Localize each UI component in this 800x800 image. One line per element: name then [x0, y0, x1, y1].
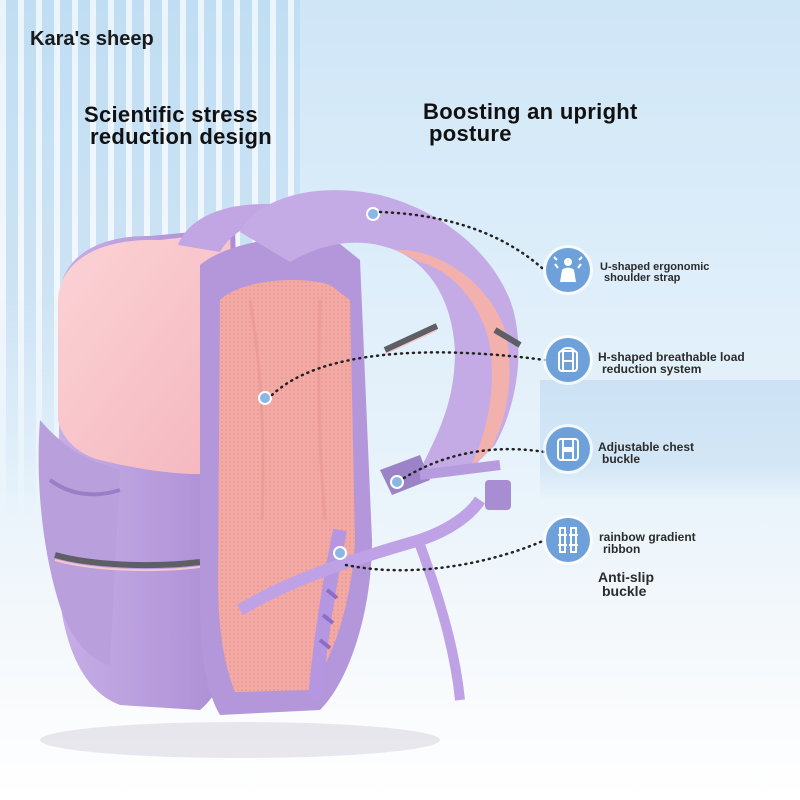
backpack-pink-panel [58, 232, 238, 475]
feature-label-load-reduction: H-shaped breathable load reduction syste… [598, 351, 745, 375]
callout-dot [333, 546, 347, 560]
feature-label-ribbon: rainbow gradient ribbon [599, 531, 696, 555]
feature-line: rainbow gradient [599, 530, 696, 544]
feature-line: U-shaped ergonomic [600, 261, 710, 273]
headline-line: posture [429, 121, 512, 146]
callout-dot [366, 207, 380, 221]
chest-buckle-icon [546, 427, 590, 471]
ribbon-buckle-icon [546, 518, 590, 562]
headline-upright-posture: Boosting an upright posture [423, 101, 638, 145]
side-strap [236, 496, 485, 616]
shoulder-strap-icon [546, 248, 590, 292]
feature-line: buckle [602, 452, 641, 466]
headline-line: reduction design [90, 124, 273, 149]
headline-line: Scientific stress [84, 102, 258, 127]
reflective-strip-front [54, 552, 201, 569]
feature-line: H-shaped breathable load [598, 350, 745, 364]
back-mesh [218, 280, 355, 692]
feature-line: reduction system [602, 362, 702, 376]
callout-dot [390, 475, 404, 489]
shoulder-strap-padding [395, 249, 510, 468]
feature-line: Adjustable chest [598, 440, 695, 454]
feature-label-shoulder-strap: U-shaped ergonomic shoulder strap [600, 262, 709, 284]
feature-line: buckle [602, 583, 647, 599]
feature-line: ribbon [603, 542, 641, 556]
feature-label-anti-slip: Anti-slip buckle [598, 570, 654, 598]
feature-line: Anti-slip [598, 569, 654, 585]
feature-label-chest-buckle: Adjustable chest buckle [598, 441, 694, 465]
shoulder-strap [240, 190, 519, 470]
headline-line: Boosting an upright [423, 99, 638, 124]
backpack-back-icon [546, 338, 590, 382]
brand-name: Kara's sheep [30, 28, 154, 50]
floor-shadow [40, 722, 440, 758]
callout-dot [258, 391, 272, 405]
feature-line: shoulder strap [604, 272, 681, 284]
side-pocket [38, 420, 121, 665]
headline-stress-reduction: Scientific stress reduction design [84, 104, 272, 148]
leader-lines [270, 210, 547, 572]
